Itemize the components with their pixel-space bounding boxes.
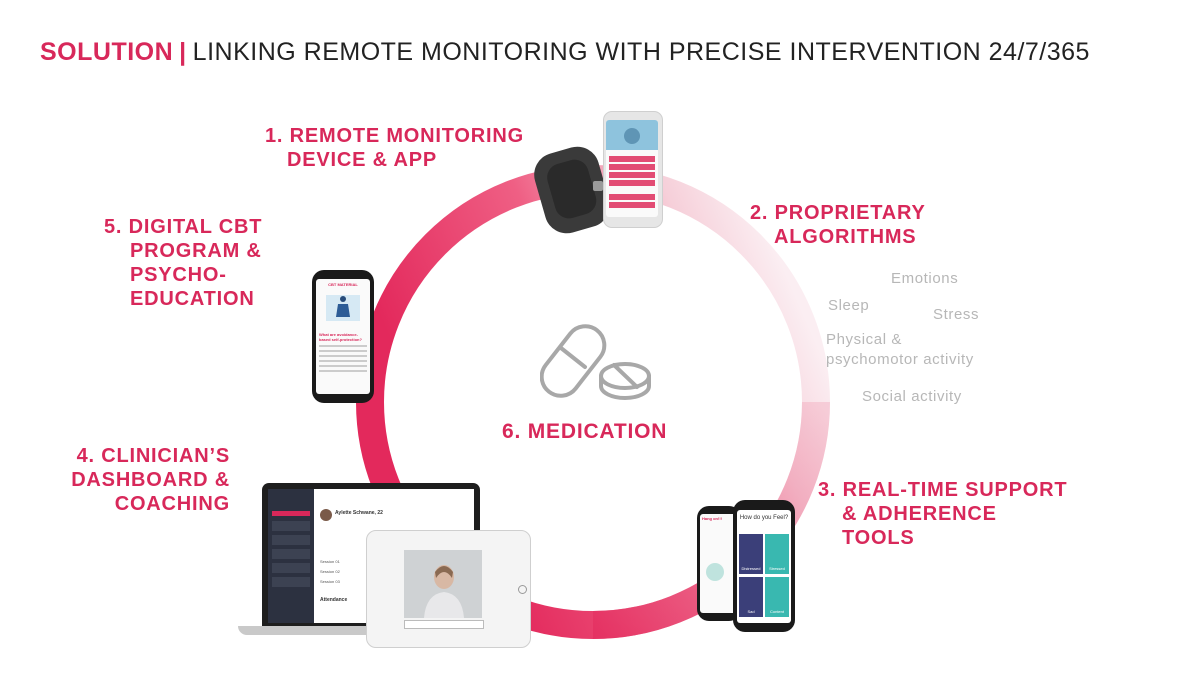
algo-sleep: Sleep xyxy=(828,297,870,314)
support-side-label: Hang on!!! xyxy=(702,516,722,521)
step-3-label: 3. REAL-TIME SUPPORT & ADHERENCE TOOLS xyxy=(818,479,1068,549)
title-rest: LINKING REMOTE MONITORING WITH PRECISE I… xyxy=(192,38,1090,66)
step-4-label: 4. CLINICIAN’S DASHBOARD & COACHING xyxy=(71,445,230,515)
mood-question: How do you Feel? xyxy=(739,515,789,521)
dashboard-session-2: Session 02 xyxy=(320,569,340,574)
dashboard-patient-name: Aylette Schwane, 22 xyxy=(335,510,383,516)
algo-social: Social activity xyxy=(862,388,962,405)
title-accent: SOLUTION xyxy=(40,38,174,66)
step-1-label: 1. REMOTE MONITORING DEVICE & APP xyxy=(265,125,524,171)
mood-stressed[interactable]: Stressed xyxy=(765,534,789,574)
mood-distressed[interactable]: Distressed xyxy=(739,534,763,574)
pill-tablet-icon xyxy=(540,324,651,400)
center-medication-label: 6. MEDICATION xyxy=(502,420,668,443)
algo-physical-2: psychomotor activity xyxy=(826,351,974,368)
monitoring-phone xyxy=(603,111,663,228)
dashboard-section: Attendance xyxy=(320,597,348,603)
dashboard-session-1: Session 01 xyxy=(320,559,340,564)
step-2-label: 2. PROPRIETARY ALGORITHMS xyxy=(750,202,926,248)
dashboard-session-3: Session 03 xyxy=(320,579,340,584)
cbt-phone: CBT MATERIAL What are avoidance-based se… xyxy=(312,270,374,403)
cbt-illustration xyxy=(326,295,360,321)
algo-emotions: Emotions xyxy=(891,270,959,287)
slide-title: SOLUTION|LINKING REMOTE MONITORING WITH … xyxy=(40,38,1090,67)
coaching-tablet xyxy=(366,530,531,648)
mood-sad[interactable]: Sad xyxy=(739,577,763,617)
cbt-heading: What are avoidance-based self-protection… xyxy=(319,332,362,342)
support-phone-front: How do you Feel? Distressed Stressed Sad… xyxy=(733,500,795,632)
wristband-device xyxy=(534,146,610,234)
algo-physical-1: Physical & xyxy=(826,331,903,348)
title-separator: | xyxy=(179,38,187,66)
cbt-header: CBT MATERIAL xyxy=(328,282,358,287)
algo-stress: Stress xyxy=(933,306,980,323)
step-5-label: 5. DIGITAL CBT PROGRAM & PSYCHO- EDUCATI… xyxy=(104,216,263,310)
mood-content[interactable]: Content xyxy=(765,577,789,617)
coach-video-feed xyxy=(404,550,482,618)
